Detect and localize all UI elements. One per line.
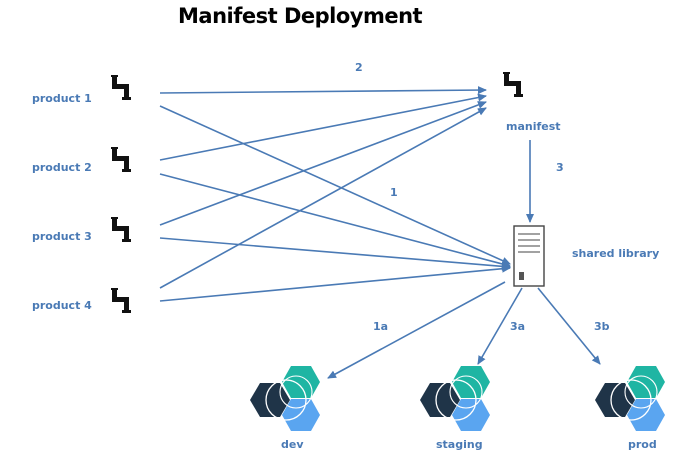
env-prod-label: prod [628, 438, 657, 451]
edges-to-shared-library [159, 105, 511, 302]
edge-product2-manifest [159, 93, 487, 161]
edge-library-dev [327, 281, 506, 379]
env-dev-label: dev [281, 438, 304, 451]
edge-label-1: 1 [390, 186, 398, 199]
product-4-label: product 4 [32, 299, 92, 312]
edge-library-prod [537, 287, 601, 365]
edges-to-environments [327, 281, 601, 379]
dev-hexagon-cluster-icon [250, 366, 320, 431]
product-3-pipe-icon [111, 217, 131, 242]
edge-product1-library [159, 105, 511, 265]
edge-product3-manifest [159, 101, 487, 226]
manifest-pipe-icon [503, 72, 523, 97]
edge-label-3a: 3a [510, 320, 526, 333]
edge-product4-library [159, 264, 511, 302]
edge-label-1a: 1a [373, 320, 389, 333]
shared-library-label: shared library [572, 247, 660, 260]
edge-label-2: 2 [355, 61, 363, 74]
env-staging-label: staging [436, 438, 483, 451]
prod-hexagon-cluster-icon [595, 366, 665, 431]
product-2-pipe-icon [111, 147, 131, 172]
edge-library-staging [477, 287, 523, 365]
manifest-label: manifest [506, 120, 561, 133]
product-3-label: product 3 [32, 230, 92, 243]
edge-product1-manifest [159, 86, 487, 95]
edges-to-manifest [159, 86, 487, 289]
product-4-pipe-icon [111, 288, 131, 313]
diagram-title: Manifest Deployment [178, 4, 423, 28]
server-icon [513, 225, 545, 287]
edge-product3-library [159, 237, 511, 271]
staging-hexagon-cluster-icon [420, 366, 490, 431]
product-2-label: product 2 [32, 161, 92, 174]
product-1-pipe-icon [111, 75, 131, 100]
edge-product4-manifest [159, 107, 487, 289]
product-1-label: product 1 [32, 92, 92, 105]
edge-label-3b: 3b [594, 320, 610, 333]
edge-label-3: 3 [556, 161, 564, 174]
edge-product2-library [159, 173, 511, 268]
